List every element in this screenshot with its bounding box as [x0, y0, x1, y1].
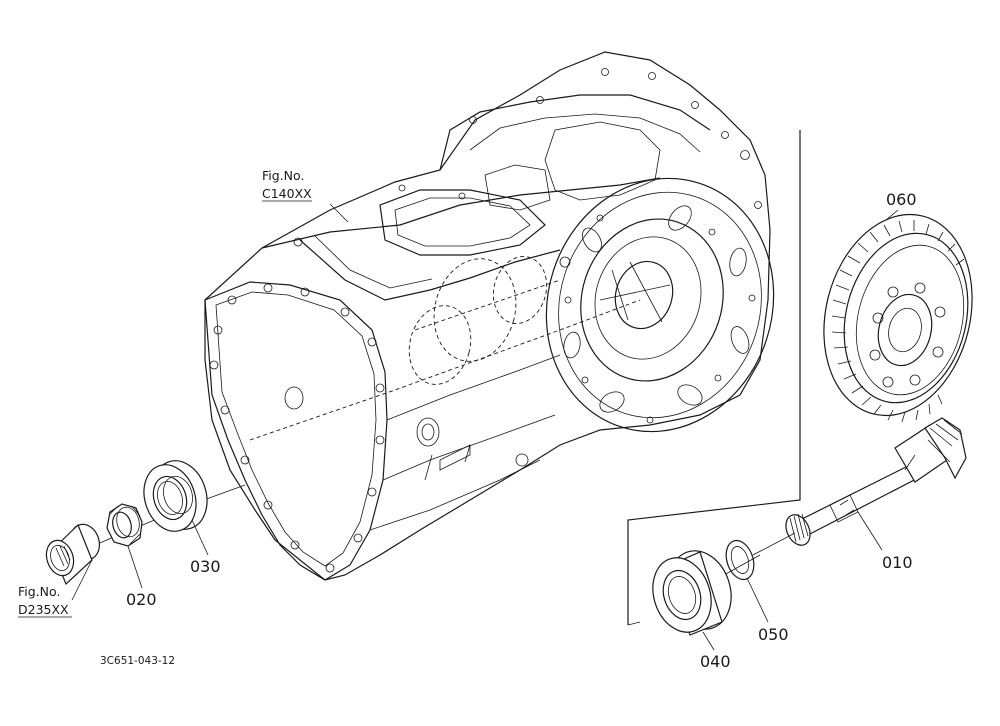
part-label-030: 030: [190, 557, 221, 576]
bearing-040: [652, 550, 732, 636]
part-label-060: 060: [886, 190, 917, 209]
part-label-050: 050: [758, 625, 789, 644]
pinion-shaft-010: [785, 417, 967, 546]
part-label-010: 010: [882, 553, 913, 572]
ref-c140-line2: C140XX: [262, 186, 312, 201]
leader-lines: [71, 203, 899, 651]
bevel-gear-060: [823, 213, 973, 423]
pinion-box-outline: [627, 130, 801, 626]
part-label-020: 020: [126, 590, 157, 609]
drawing-code: 3C651-043-12: [100, 655, 175, 667]
ref-c140-line1: Fig.No.: [262, 168, 304, 183]
part-label-040: 040: [700, 652, 731, 671]
bearing-030: [143, 460, 208, 532]
bushing-d235: [45, 523, 101, 586]
transmission-housing: [204, 51, 775, 581]
ref-d235-line2: D235XX: [18, 602, 69, 617]
gear-teeth: [831, 220, 965, 423]
ref-d235-line1: Fig.No.: [18, 584, 60, 599]
lock-nut-020: [106, 503, 143, 547]
